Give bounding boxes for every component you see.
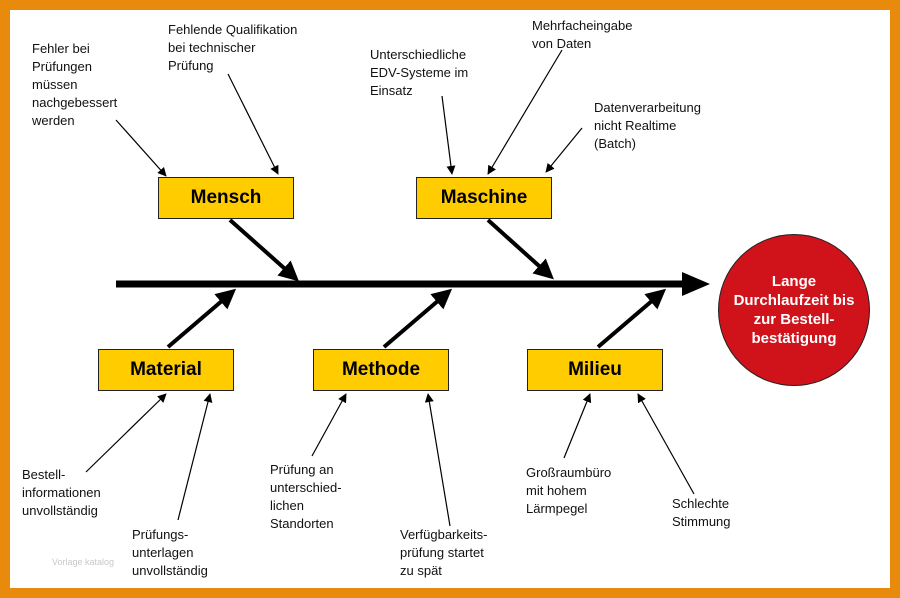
arrow-fehlende-qualifikation [227, 73, 279, 175]
spine-arrowhead [682, 272, 710, 296]
bone-mensch [228, 218, 299, 282]
effect-circle: Lange Durchlaufzeit bis zur Bestell-best… [718, 234, 870, 386]
arrow-fehler-pruefungen [115, 119, 167, 177]
arrow-stimmung [637, 393, 695, 495]
arrow-datenverarbeitung [545, 127, 583, 173]
bone-methode [382, 288, 453, 349]
arrow-bestellinformationen [85, 393, 167, 473]
arrow-grossraumbuero [563, 393, 592, 459]
effect-label: Lange Durchlaufzeit bis zur Bestell-best… [733, 273, 855, 347]
category-milieu: Milieu [527, 349, 663, 391]
arrow-edv-systeme [441, 95, 456, 175]
category-material: Material [98, 349, 234, 391]
category-methode: Methode [313, 349, 449, 391]
diagram-canvas: Mensch Maschine Material Methode Milieu … [10, 10, 890, 588]
bone-milieu [596, 288, 667, 349]
watermark: Vorlage katalog [52, 557, 115, 567]
arrow-pruefung-standorten [311, 393, 347, 457]
bone-maschine [486, 218, 554, 280]
bone-material [166, 288, 237, 349]
arrow-mehrfacheingabe [487, 49, 563, 175]
arrow-pruefungsunterlagen [177, 393, 213, 521]
category-maschine: Maschine [416, 177, 552, 219]
diagram-lines [85, 49, 710, 527]
arrow-verfuegbarkeit [424, 393, 451, 527]
category-mensch: Mensch [158, 177, 294, 219]
